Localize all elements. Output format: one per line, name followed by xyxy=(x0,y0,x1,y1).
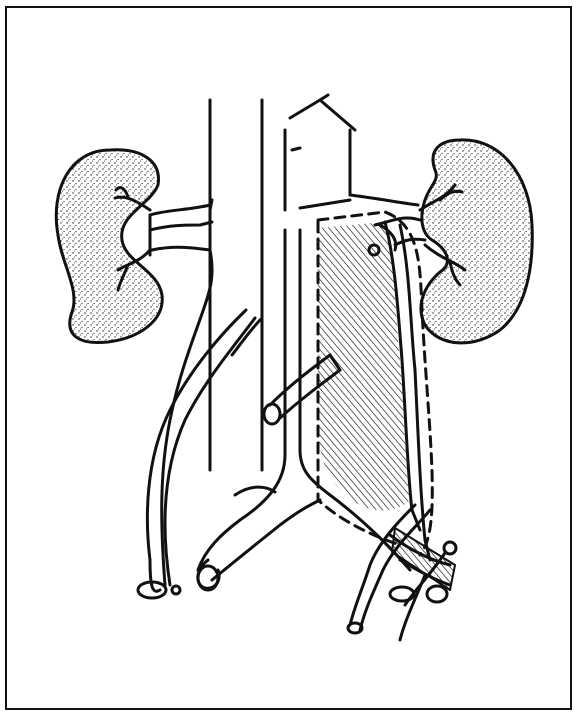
right-iliac-stumps xyxy=(390,528,456,640)
inferior-vena-cava xyxy=(210,100,262,470)
gonadal-vessel xyxy=(232,318,262,355)
left-kidney xyxy=(56,150,162,343)
resection-region xyxy=(318,222,430,560)
left-renal-vessels xyxy=(150,205,212,250)
aorta xyxy=(285,95,355,210)
right-kidney xyxy=(420,140,532,343)
